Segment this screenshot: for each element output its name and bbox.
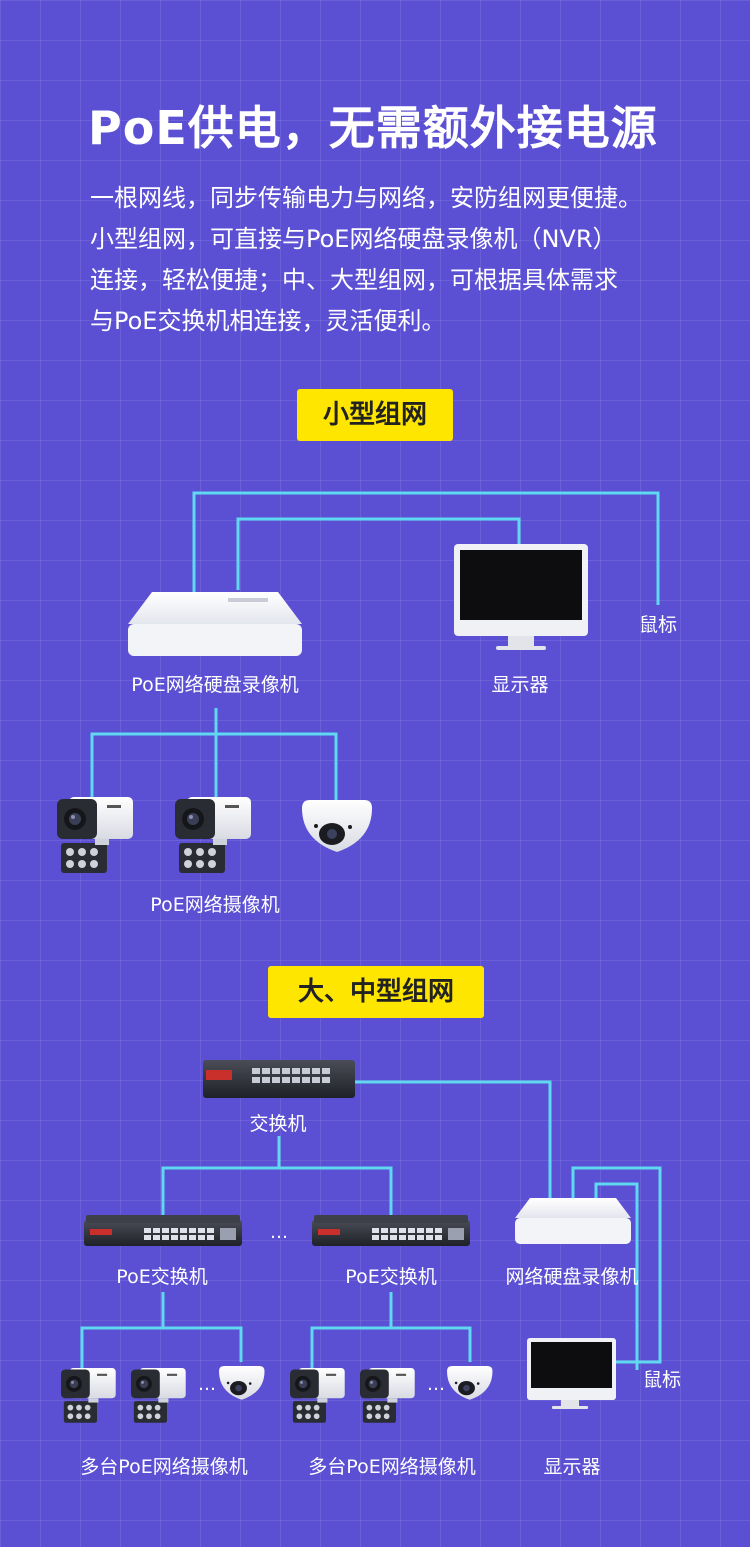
description-line: 一根网线，同步传输电力与网络，安防组网更便捷。 — [90, 184, 642, 212]
description-line: 与PoE交换机相连接，灵活便利。 — [90, 307, 446, 335]
core-switch — [203, 1060, 355, 1098]
camera-group-label: 多台PoE网络摄像机 — [308, 1456, 476, 1478]
ellipsis: … — [198, 1374, 217, 1395]
ellipsis: … — [270, 1222, 289, 1243]
dome-camera — [302, 800, 372, 852]
mouse-label: 鼠标 — [638, 614, 678, 636]
small-network-badge: 小型组网 — [297, 389, 453, 441]
large-network-badge: 大、中型组网 — [268, 966, 484, 1018]
bullet-camera — [290, 1368, 345, 1423]
bullet-camera — [57, 797, 133, 873]
poe-switch — [312, 1215, 470, 1246]
poe-switch-label: PoE交换机 — [345, 1266, 437, 1288]
nvr-device — [128, 592, 302, 656]
bullet-camera — [131, 1368, 186, 1423]
description-line: 小型组网，可直接与PoE网络硬盘录像机（NVR） — [90, 225, 617, 253]
poe-switch — [84, 1215, 242, 1246]
monitor-label: 显示器 — [543, 1456, 601, 1478]
description-line: 连接，轻松便捷；中、大型组网，可根据具体需求 — [90, 266, 618, 294]
nvr-label: 网络硬盘录像机 — [505, 1266, 639, 1288]
monitor-device — [454, 544, 588, 650]
nvr-label: PoE网络硬盘录像机 — [131, 674, 299, 696]
switch-label: 交换机 — [249, 1113, 307, 1135]
bullet-camera — [175, 797, 251, 873]
description: 一根网线，同步传输电力与网络，安防组网更便捷。 小型组网，可直接与PoE网络硬盘… — [90, 178, 700, 342]
monitor-device — [527, 1338, 616, 1409]
poe-switch-label: PoE交换机 — [116, 1266, 208, 1288]
bullet-camera — [61, 1368, 116, 1423]
page-title: PoE供电，无需额外接电源 — [88, 101, 658, 155]
mouse-label: 鼠标 — [642, 1369, 682, 1391]
dome-camera — [447, 1366, 493, 1400]
bullet-camera — [360, 1368, 415, 1423]
ellipsis: … — [427, 1374, 446, 1395]
monitor-label: 显示器 — [491, 674, 549, 696]
camera-label: PoE网络摄像机 — [150, 894, 280, 916]
nvr-device — [515, 1198, 631, 1244]
camera-group-label: 多台PoE网络摄像机 — [80, 1456, 248, 1478]
dome-camera — [219, 1366, 265, 1400]
